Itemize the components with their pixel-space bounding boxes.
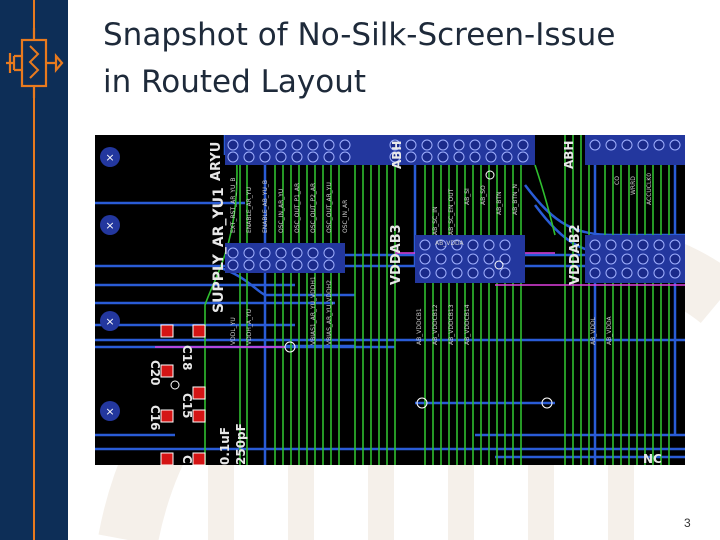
net-accuclk: ACCUCLK0 <box>646 173 653 205</box>
net-ab-vdd-cb14: AB_VDDCB14 <box>464 304 471 345</box>
net-wrrd: WRRD <box>630 176 637 195</box>
slide-number: 3 <box>684 516 691 530</box>
slide-title: Snapshot of No-Silk-Screen-Issue in Rout… <box>103 12 703 106</box>
net-ab-sc-en: AB_SC_EN_OUT <box>448 188 455 235</box>
net-osc-in: OSC_IN_AR_YU <box>278 189 285 233</box>
vias <box>170 170 553 409</box>
pad-circles <box>227 139 681 279</box>
net-osc-out-p2: OSC_OUT_P2_AR <box>310 183 317 233</box>
svg-text:×: × <box>105 151 114 164</box>
net-vbias2: VBIAS_AR_YU_VDDH2 <box>326 280 333 345</box>
label-abh: ABH <box>390 141 404 169</box>
label-c16: C16 <box>148 405 162 431</box>
capacitor-pads <box>160 324 206 465</box>
net-ab-so: AB_SO <box>480 185 487 205</box>
net-ab-vddl: AB_VDDL <box>590 316 597 345</box>
net-vddh: VDDH_A_YU <box>246 309 253 345</box>
label-vddab2: VDDAB2 <box>568 224 583 285</box>
net-ab-vdd-cb1: AB_VDDCB1 <box>416 308 423 345</box>
net-ab-vdd-cb12: AB_VDDCB12 <box>432 304 439 345</box>
label-c20: C20 <box>148 360 162 386</box>
circuit-logo-icon <box>0 28 68 98</box>
green-traces <box>204 135 670 465</box>
sidebar-accent-line <box>33 0 35 540</box>
blue-traces <box>95 184 685 459</box>
slide-title-line2: in Routed Layout <box>103 64 367 100</box>
net-enable-abh: ENABLE_AB_YU_B <box>262 180 269 233</box>
net-ab-btn-n: AB_BTN_N <box>512 184 519 215</box>
net-vbias1: VBIAS1_AR_YU_VDDH1 <box>310 276 317 345</box>
label-nc: NC <box>643 452 662 465</box>
net-osc-in-ar: OSC_IN_AR <box>342 200 349 233</box>
net-ab-btn: AB_BTN <box>496 192 503 216</box>
net-co: CO <box>614 176 621 185</box>
mounting-holes: × × × × <box>100 147 120 421</box>
label-c17: C17 <box>180 455 194 465</box>
net-ab-vdd-cb13: AB_VDDCB13 <box>448 304 455 345</box>
net-ab-si: AB_SI <box>464 188 471 205</box>
pcb-layout-drawing: × × × × ARYU SUPPLY_AR_YU1 VDDAB3 VDDAB2… <box>95 135 685 465</box>
label-aryu: ARYU <box>209 142 224 181</box>
svg-text:×: × <box>105 219 114 232</box>
sidebar-band <box>0 0 68 540</box>
svg-text:×: × <box>105 405 114 418</box>
svg-text:×: × <box>105 315 114 328</box>
net-vddl: VDDL_YU <box>230 317 237 345</box>
slide-title-line1: Snapshot of No-Silk-Screen-Issue <box>103 17 616 53</box>
net-ab-sc-in: AB_SC_IN <box>432 207 439 235</box>
label-c18: C18 <box>180 345 194 371</box>
pcb-layout-screenshot: × × × × ARYU SUPPLY_AR_YU1 VDDAB3 VDDAB2… <box>95 135 685 465</box>
label-abh-2: ABH <box>562 141 576 169</box>
net-ab-vdda-b3: AB_VDDA <box>435 240 464 247</box>
net-enable-ar: ENABLE_AR_YU <box>246 187 253 233</box>
net-ext-rst: EXT_RST_AR_YU_B <box>230 177 237 233</box>
label-cap-value: 0.1uF <box>218 427 232 465</box>
label-vddab3: VDDAB3 <box>389 224 404 285</box>
label-c15: C15 <box>180 393 194 419</box>
net-osc-out-yu: OSC_OUT_AR_YU <box>326 182 333 233</box>
label-cap-value-2: 250pF <box>234 423 248 465</box>
label-supply: SUPPLY_AR_YU1 <box>211 187 227 313</box>
net-osc-out-p1: OSC_OUT_P1_AR <box>294 183 301 233</box>
net-ab-vdda: AB_VDDA <box>606 316 613 345</box>
